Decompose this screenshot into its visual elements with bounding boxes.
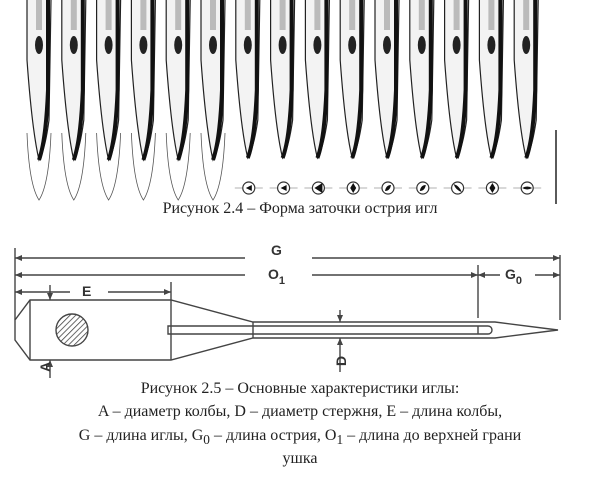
cross-section-shape — [245, 185, 252, 191]
needle-image — [234, 0, 263, 195]
needle-image — [96, 0, 122, 201]
needle-image — [339, 0, 368, 195]
needle-image — [443, 0, 472, 195]
needle-image — [478, 0, 507, 195]
needle-image — [374, 0, 402, 195]
figure-2-5-caption-line4: ушка — [282, 450, 318, 467]
label-a: A — [37, 362, 53, 372]
cross-section-shape — [489, 183, 496, 193]
needle-image — [269, 0, 298, 195]
needle-image — [513, 0, 542, 195]
cross-section-shape — [385, 185, 391, 191]
needle-groove — [167, 325, 493, 335]
needle-image — [408, 0, 437, 195]
needle-image — [200, 0, 226, 201]
bulb-cross-section — [55, 313, 89, 347]
label-g: G — [271, 242, 282, 258]
needle-outline — [14, 299, 559, 361]
cross-section-shape — [522, 186, 533, 190]
cross-section-shape — [419, 185, 426, 191]
needle-image — [165, 0, 191, 201]
needle-image — [130, 0, 156, 201]
needle-point-shapes-figure — [26, 0, 557, 204]
label-g0: G0 — [505, 266, 522, 287]
cross-section-shape — [453, 184, 462, 192]
figure-2-5-caption-line2: A – диаметр колбы, D – диаметр стержня, … — [97, 403, 503, 420]
figure-2-4-caption: Рисунок 2.4 – Форма заточки острия игл — [162, 200, 438, 217]
label-e: E — [82, 283, 91, 299]
label-d: D — [333, 356, 349, 366]
cross-section-shape — [350, 183, 357, 193]
label-o1: O1 — [268, 266, 285, 287]
needle-image — [26, 0, 52, 201]
figure-2-5-caption-title: Рисунок 2.5 – Основные характеристики иг… — [140, 380, 460, 397]
cross-section-shape — [280, 185, 287, 191]
needle-image — [304, 0, 333, 195]
cross-section-shape — [314, 183, 323, 193]
needle-image — [61, 0, 87, 201]
figure-2-5-caption-line3: G – длина иглы, G0 – длина острия, O1 – … — [78, 427, 522, 448]
